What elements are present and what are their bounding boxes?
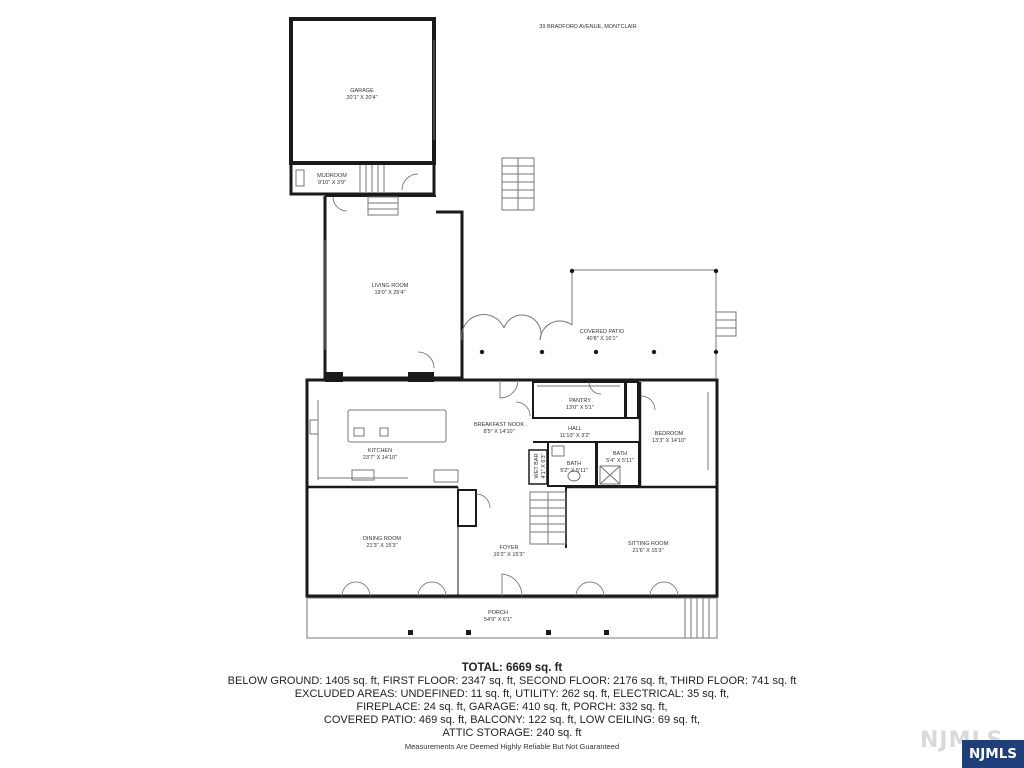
- covered-patio: COVERED PATIO 40'8" X 16'1": [461, 268, 737, 378]
- dining-room-name: DINING ROOM: [363, 536, 401, 542]
- breakfast-nook-dims: 8'5" X 14'10": [483, 429, 514, 435]
- porch: PORCH 54'9" X 6'1": [306, 597, 718, 639]
- main-house: [305, 378, 719, 598]
- bedroom-room: BEDROOM 13'3" X 14'10": [638, 382, 709, 487]
- mudroom-room: MUDROOM 9'10" X 3'9": [289, 161, 436, 196]
- mudroom-name: MUDROOM: [317, 173, 347, 179]
- sitting-room: SITTING ROOM 21'6" X 15'3": [575, 541, 679, 597]
- living-room: LIVING ROOM 19'0" X 25'4": [323, 195, 464, 382]
- garage-dims: 20'1" X 20'4": [346, 95, 377, 101]
- summary-line-2: EXCLUDED AREAS: UNDEFINED: 11 sq. ft, UT…: [294, 688, 730, 700]
- kitchen-dims: 23'7" X 14'10": [363, 455, 397, 461]
- dining-room: DINING ROOM 21'3" X 15'3": [341, 536, 447, 597]
- summary-line-1: BELOW GROUND: 1405 sq. ft, FIRST FLOOR: …: [227, 675, 797, 687]
- garage-name: GARAGE: [350, 88, 374, 94]
- porch-dims: 54'9" X 6'1": [484, 617, 512, 623]
- dining-room-dims: 21'3" X 15'3": [366, 543, 397, 549]
- wet-bar: WET BAR 4'1" X 6'3": [528, 449, 548, 485]
- kitchen-room: KITCHEN 23'7" X 14'10": [309, 400, 459, 483]
- exterior-stair: [501, 157, 535, 211]
- garage-room: GARAGE 20'1" X 20'4": [289, 17, 436, 165]
- foyer-dims: 15'2" X 15'3": [493, 552, 524, 558]
- bath-a-name: BATH: [567, 461, 581, 467]
- pantry-name: PANTRY: [569, 398, 591, 404]
- foyer-closet: [457, 489, 491, 527]
- kitchen-name: KITCHEN: [368, 448, 392, 454]
- foyer-name: FOYER: [500, 545, 519, 551]
- sitting-room-dims: 21'6" X 15'3": [632, 548, 663, 554]
- porch-name: PORCH: [488, 610, 508, 616]
- summary-line-4: COVERED PATIO: 469 sq. ft, BALCONY: 122 …: [323, 714, 701, 726]
- living-room-name: LIVING ROOM: [372, 283, 409, 289]
- hall-dims: 11'10" X 3'2": [560, 433, 591, 439]
- total-area: TOTAL: 6669 sq. ft: [461, 662, 563, 674]
- floor-plan: 39 BRADFORD AVENUE, MONTCLAIR GARAGE 20'…: [289, 17, 737, 639]
- sitting-room-name: SITTING ROOM: [628, 541, 669, 547]
- address-label: 39 BRADFORD AVENUE, MONTCLAIR: [539, 24, 636, 30]
- bath-a-dims: 5'2" X 5'11": [560, 468, 588, 474]
- bath-b-dims: 5'4" X 5'11": [606, 458, 634, 464]
- disclaimer: Measurements Are Deemed Highly Reliable …: [404, 742, 620, 751]
- hall-room: HALL 11'10" X 3'2": [533, 381, 640, 443]
- covered-patio-dims: 40'8" X 16'1": [586, 336, 617, 342]
- bath-a: BATH 5'2" X 5'11": [547, 441, 597, 487]
- bedroom-dims: 13'3" X 14'10": [652, 438, 686, 444]
- wet-bar-dims: 4'1" X 6'3": [541, 453, 547, 478]
- bath-b: BATH 5'4" X 5'11": [596, 441, 640, 487]
- wet-bar-name: WET BAR: [534, 453, 540, 478]
- hall-name: HALL: [568, 426, 582, 432]
- summary-line-5: ATTIC STORAGE: 240 sq. ft: [442, 727, 582, 739]
- main-stair: [529, 491, 567, 545]
- bedroom-name: BEDROOM: [655, 431, 684, 437]
- pantry-room: PANTRY 13'0" X 5'1": [532, 381, 626, 419]
- covered-patio-name: COVERED PATIO: [580, 329, 625, 335]
- bath-b-name: BATH: [613, 451, 627, 457]
- breakfast-nook-name: BREAKFAST NOOK: [474, 422, 524, 428]
- area-summary: TOTAL: 6669 sq. ft BELOW GROUND: 1405 sq…: [112, 662, 912, 740]
- njmls-logo: NJMLS: [962, 740, 1024, 768]
- foyer-room: FOYER 15'2" X 15'3": [493, 545, 525, 597]
- breakfast-nook: BREAKFAST NOOK 8'5" X 14'10": [474, 379, 531, 435]
- pantry-dims: 13'0" X 5'1": [566, 405, 594, 411]
- mudroom-dims: 9'10" X 3'9": [318, 180, 346, 186]
- summary-line-3: FIREPLACE: 24 sq. ft, GARAGE: 410 sq. ft…: [356, 701, 668, 713]
- living-room-dims: 19'0" X 25'4": [374, 290, 405, 296]
